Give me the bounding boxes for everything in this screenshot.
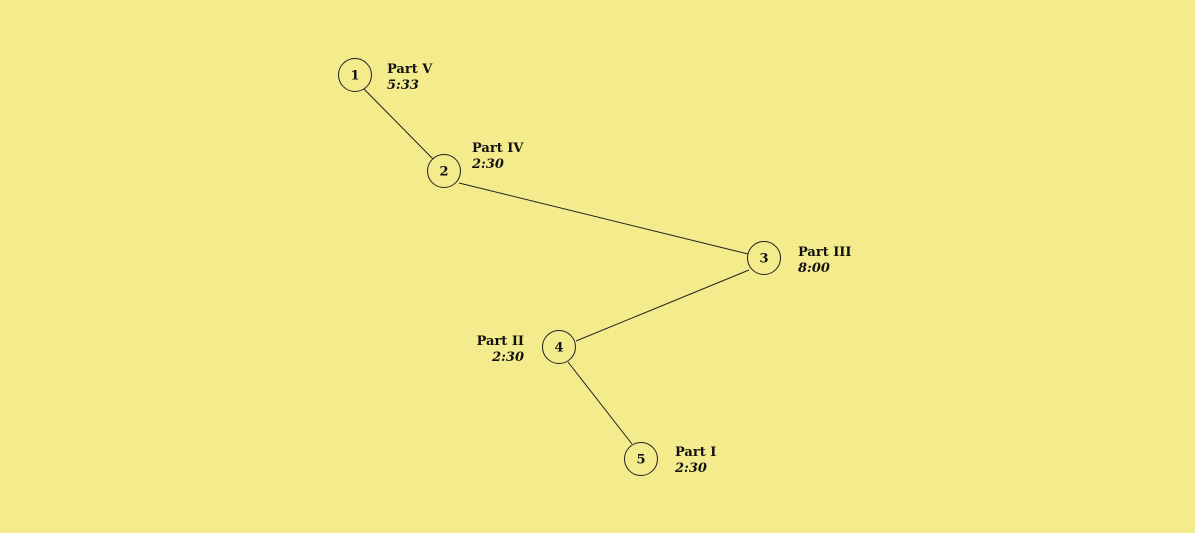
- node-3-time: 8:00: [798, 261, 830, 276]
- node-1-number: 1: [350, 69, 359, 84]
- node-3-circle: [747, 241, 781, 275]
- node-1-time: 5:33: [387, 78, 419, 93]
- node-2-circle: [427, 154, 461, 188]
- edge-2-3: [458, 182, 749, 255]
- node-5: 5 Part I 2:30: [624, 442, 716, 476]
- node-4: 4 Part II 2:30: [477, 330, 576, 365]
- node-5-circle: [624, 442, 658, 476]
- edge-1-2: [363, 88, 434, 160]
- node-4-title: Part II: [477, 334, 524, 349]
- node-2: 2 Part IV 2:30: [427, 141, 524, 188]
- edge-3-4: [575, 269, 750, 342]
- node-1-circle: [338, 58, 372, 92]
- node-3-number: 3: [759, 252, 768, 267]
- node-4-circle: [542, 330, 576, 364]
- node-2-number: 2: [439, 165, 448, 180]
- node-3: 3 Part III 8:00: [747, 241, 851, 276]
- node-1: 1 Part V 5:33: [338, 58, 433, 93]
- node-5-number: 5: [636, 453, 645, 468]
- edge-4-5: [567, 361, 633, 445]
- node-5-time: 2:30: [674, 461, 707, 476]
- edges-layer: [363, 88, 750, 445]
- node-2-title: Part IV: [472, 141, 524, 156]
- node-3-title: Part III: [798, 245, 851, 260]
- node-2-time: 2:30: [471, 157, 504, 172]
- node-4-number: 4: [554, 341, 563, 356]
- node-1-title: Part V: [387, 62, 433, 77]
- node-4-time: 2:30: [491, 350, 524, 365]
- node-5-title: Part I: [675, 445, 716, 460]
